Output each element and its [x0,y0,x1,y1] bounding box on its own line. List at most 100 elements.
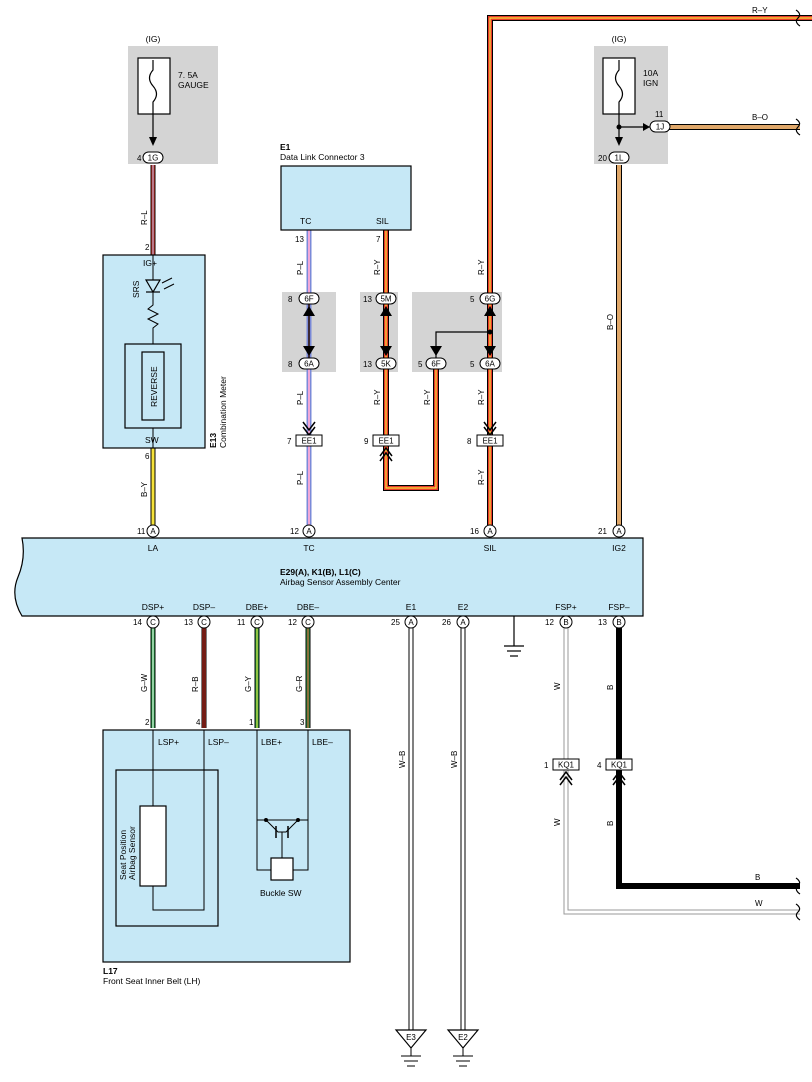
svg-text:7. 5A: 7. 5A [178,70,198,80]
svg-text:A: A [306,527,312,536]
svg-text:8: 8 [288,360,293,369]
svg-text:R–Y: R–Y [477,259,486,275]
svg-text:1: 1 [544,761,549,770]
svg-text:6A: 6A [485,360,495,369]
svg-text:13: 13 [184,618,193,627]
svg-text:P–L: P–L [296,260,305,275]
svg-text:EE1: EE1 [301,437,317,446]
svg-text:2: 2 [145,718,150,727]
svg-text:E2: E2 [458,602,469,612]
svg-text:5: 5 [470,360,475,369]
svg-text:P–L: P–L [296,390,305,405]
svg-text:W: W [755,899,763,908]
svg-text:A: A [616,527,622,536]
svg-text:A: A [460,618,466,627]
svg-text:B–O: B–O [752,113,768,122]
svg-text:B: B [616,618,621,627]
svg-text:6G: 6G [485,295,496,304]
svg-text:20: 20 [598,154,607,163]
svg-text:7: 7 [287,437,292,446]
svg-text:E1: E1 [406,602,417,612]
ecu-top-pins: 11 A LA 12 A TC 16 A SIL 21 A IG2 [137,524,626,553]
svg-text:12: 12 [290,527,299,536]
svg-text:R–Y: R–Y [373,259,382,275]
svg-text:R–Y: R–Y [423,389,432,405]
svg-text:4: 4 [137,154,142,163]
svg-text:LA: LA [148,543,159,553]
svg-text:SIL: SIL [484,543,497,553]
svg-text:E3: E3 [406,1033,416,1042]
svg-text:E2: E2 [458,1033,468,1042]
wire-labels: R–L B–Y P–L P–L P–L R–Y R–Y R–Y R–Y R–Y … [140,6,768,908]
wire-w-b [408,628,466,1030]
svg-text:W–B: W–B [450,751,459,768]
svg-text:IG+: IG+ [143,258,157,268]
svg-text:21: 21 [598,527,607,536]
svg-text:5: 5 [418,360,423,369]
svg-text:1L: 1L [615,154,624,163]
svg-text:SIL: SIL [376,216,389,226]
svg-text:C: C [201,618,207,627]
svg-text:KQ1: KQ1 [611,761,628,770]
svg-text:11: 11 [237,618,246,627]
svg-text:DBE+: DBE+ [246,602,268,612]
svg-text:TC: TC [303,543,314,553]
svg-text:1J: 1J [656,123,664,132]
svg-text:LSP+: LSP+ [158,737,179,747]
svg-text:LBE+: LBE+ [261,737,282,747]
svg-text:B: B [563,618,568,627]
svg-text:A: A [408,618,414,627]
ground-e3: E3 [394,1029,428,1067]
svg-text:9: 9 [364,437,369,446]
svg-text:G–Y: G–Y [244,675,253,692]
ecu-bottom-pins: DSP+ 14 C DSP– 13 C DBE+ 11 C DBE– 12 C … [133,602,630,629]
svg-text:LBE–: LBE– [312,737,333,747]
svg-text:KQ1: KQ1 [558,761,575,770]
svg-text:W: W [553,818,562,826]
svg-text:Data Link Connector 3: Data Link Connector 3 [280,152,365,162]
svg-text:C: C [150,618,156,627]
svg-text:14: 14 [133,618,142,627]
svg-text:11: 11 [655,110,664,119]
svg-text:12: 12 [545,618,554,627]
svg-text:Seat Position: Seat Position [118,830,128,880]
airbag-sensor-ecu: E29(A), K1(B), L1(C) Airbag Sensor Assem… [14,537,644,617]
svg-text:6: 6 [145,452,150,461]
svg-text:A: A [487,527,493,536]
svg-text:Combination Meter: Combination Meter [218,376,228,448]
svg-text:4: 4 [196,718,201,727]
svg-text:R–L: R–L [140,210,149,225]
svg-text:5M: 5M [380,295,391,304]
svg-text:8: 8 [467,437,472,446]
fuse-ign: (IG) 10A IGN 11 1J 20 1L [598,34,671,164]
svg-text:B: B [755,873,760,882]
svg-text:R–Y: R–Y [752,6,768,15]
ee1-connectors: 7 EE1 9 EE1 8 EE1 [287,421,504,462]
svg-text:G–W: G–W [140,673,149,692]
svg-text:7: 7 [376,235,381,244]
front-seat-inner-belt: 2 4 1 3 LSP+ LSP– LBE+ LBE– Seat Positio… [102,718,351,986]
svg-text:26: 26 [442,618,451,627]
svg-text:A: A [150,527,156,536]
svg-text:L17: L17 [103,966,118,976]
svg-text:GAUGE: GAUGE [178,80,209,90]
svg-text:W–B: W–B [398,751,407,768]
svg-text:13: 13 [363,295,372,304]
svg-text:DSP+: DSP+ [142,602,164,612]
svg-text:Buckle SW: Buckle SW [260,888,302,898]
svg-text:16: 16 [470,527,479,536]
svg-text:5: 5 [470,295,475,304]
svg-text:SRS: SRS [131,280,141,298]
svg-text:5K: 5K [381,360,391,369]
svg-text:DSP–: DSP– [193,602,215,612]
svg-text:IG2: IG2 [612,543,626,553]
svg-text:13: 13 [598,618,607,627]
svg-text:Airbag Sensor: Airbag Sensor [127,826,137,880]
combination-meter: 2 IG+ SRS REVERSE SW 6 E13 Combination M… [102,243,228,461]
svg-text:13: 13 [363,360,372,369]
svg-text:B: B [606,821,615,826]
svg-text:P–L: P–L [296,470,305,485]
svg-text:R–Y: R–Y [477,389,486,405]
svg-text:C: C [305,618,311,627]
